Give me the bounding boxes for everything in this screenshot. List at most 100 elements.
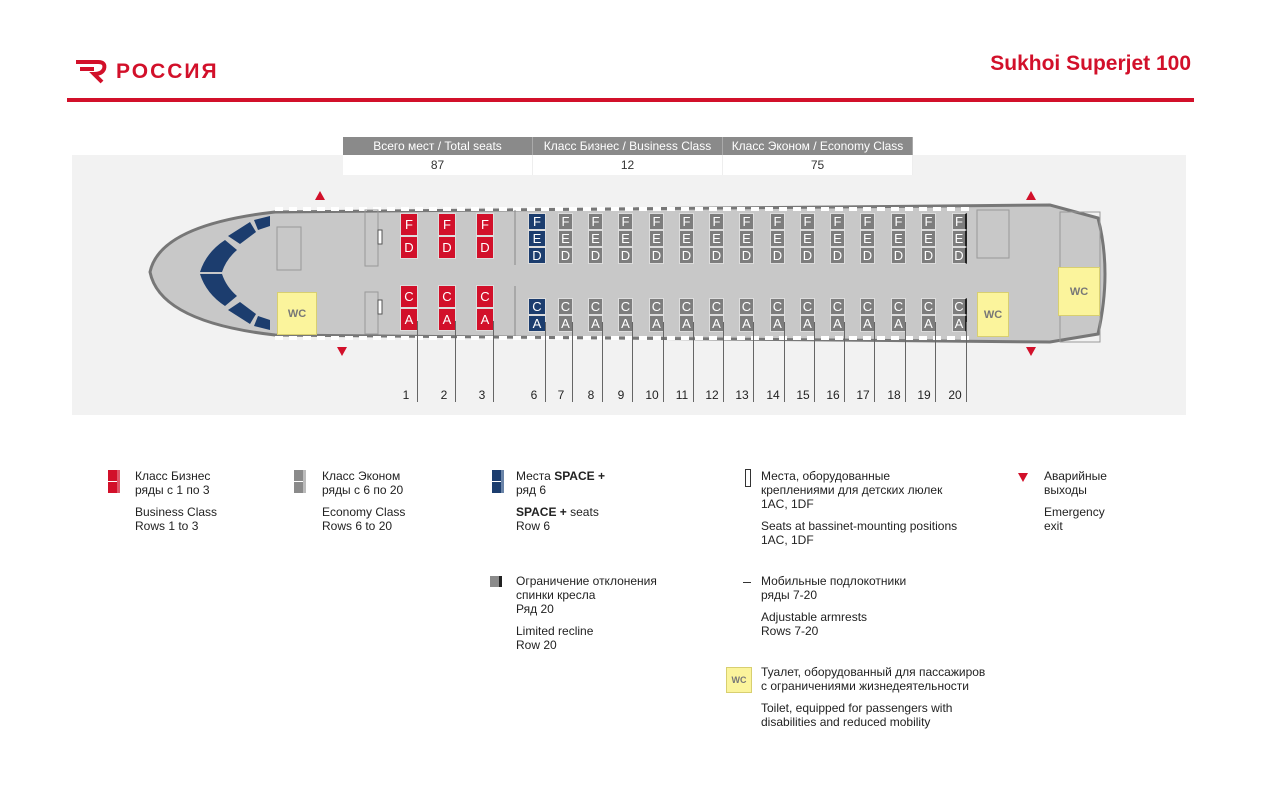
row-marker-line	[663, 322, 664, 402]
seat-12C[interactable]: C	[709, 298, 724, 315]
seat-8F[interactable]: F	[588, 213, 603, 230]
seat-13D[interactable]: D	[739, 247, 754, 264]
seat-14A[interactable]: A	[770, 315, 785, 332]
legend-exit-icon	[1018, 473, 1028, 482]
seat-20C[interactable]: C	[952, 298, 967, 315]
row-number: 16	[826, 388, 840, 402]
seat-7E[interactable]: E	[558, 230, 573, 247]
seat-8A[interactable]: A	[588, 315, 603, 332]
seat-18F[interactable]: F	[891, 213, 906, 230]
seat-10C[interactable]: C	[649, 298, 664, 315]
seat-9A[interactable]: A	[618, 315, 633, 332]
seat-16D[interactable]: D	[830, 247, 845, 264]
seat-14D[interactable]: D	[770, 247, 785, 264]
seat-19D[interactable]: D	[921, 247, 936, 264]
seat-15C[interactable]: C	[800, 298, 815, 315]
seat-11C[interactable]: C	[679, 298, 694, 315]
seat-20A[interactable]: A	[952, 315, 967, 332]
seat-15A[interactable]: A	[800, 315, 815, 332]
seat-11F[interactable]: F	[679, 213, 694, 230]
seat-19F[interactable]: F	[921, 213, 936, 230]
row-marker-line	[417, 321, 418, 402]
seat-18D[interactable]: D	[891, 247, 906, 264]
seat-12A[interactable]: A	[709, 315, 724, 332]
seat-6C[interactable]: C	[528, 298, 546, 315]
seat-7D[interactable]: D	[558, 247, 573, 264]
seat-16A[interactable]: A	[830, 315, 845, 332]
seat-10F[interactable]: F	[649, 213, 664, 230]
seat-8D[interactable]: D	[588, 247, 603, 264]
seat-10E[interactable]: E	[649, 230, 664, 247]
seat-9E[interactable]: E	[618, 230, 633, 247]
seat-3C[interactable]: C	[476, 285, 494, 308]
seat-9D[interactable]: D	[618, 247, 633, 264]
seat-19A[interactable]: A	[921, 315, 936, 332]
seat-7F[interactable]: F	[558, 213, 573, 230]
seat-3D[interactable]: D	[476, 236, 494, 259]
seat-19C[interactable]: C	[921, 298, 936, 315]
seat-20D[interactable]: D	[952, 247, 967, 264]
seat-17A[interactable]: A	[860, 315, 875, 332]
seat-2F[interactable]: F	[438, 213, 456, 236]
seat-15F[interactable]: F	[800, 213, 815, 230]
seat-11A[interactable]: A	[679, 315, 694, 332]
legend-wc-icon: WC	[726, 667, 752, 693]
seat-17E[interactable]: E	[860, 230, 875, 247]
seat-13E[interactable]: E	[739, 230, 754, 247]
seat-1F[interactable]: F	[400, 213, 418, 236]
seat-10A[interactable]: A	[649, 315, 664, 332]
legend-bassinet: Места, оборудованные креплениями для дет…	[761, 469, 958, 547]
seat-3F[interactable]: F	[476, 213, 494, 236]
seat-20F[interactable]: F	[952, 213, 967, 230]
seat-16E[interactable]: E	[830, 230, 845, 247]
seat-1A[interactable]: A	[400, 308, 418, 331]
legend-limited-recline: Ограничение отклонения спинки кресла Ряд…	[516, 574, 657, 652]
seat-20E[interactable]: E	[952, 230, 967, 247]
seat-15E[interactable]: E	[800, 230, 815, 247]
seat-6F[interactable]: F	[528, 213, 546, 230]
seat-19E[interactable]: E	[921, 230, 936, 247]
seat-6A[interactable]: A	[528, 315, 546, 332]
seat-14E[interactable]: E	[770, 230, 785, 247]
row-marker-line	[632, 322, 633, 402]
row-number: 17	[856, 388, 870, 402]
seat-13F[interactable]: F	[739, 213, 754, 230]
seat-7A[interactable]: A	[558, 315, 573, 332]
seat-7C[interactable]: C	[558, 298, 573, 315]
seat-11E[interactable]: E	[679, 230, 694, 247]
seat-17D[interactable]: D	[860, 247, 875, 264]
seat-17C[interactable]: C	[860, 298, 875, 315]
seat-18E[interactable]: E	[891, 230, 906, 247]
seat-10D[interactable]: D	[649, 247, 664, 264]
seat-3A[interactable]: A	[476, 308, 494, 331]
seat-1D[interactable]: D	[400, 236, 418, 259]
seat-13C[interactable]: C	[739, 298, 754, 315]
seat-12E[interactable]: E	[709, 230, 724, 247]
seat-18A[interactable]: A	[891, 315, 906, 332]
row-number: 7	[557, 388, 565, 402]
seat-12F[interactable]: F	[709, 213, 724, 230]
seat-16C[interactable]: C	[830, 298, 845, 315]
seat-14C[interactable]: C	[770, 298, 785, 315]
seat-6D[interactable]: D	[528, 247, 546, 264]
seat-8C[interactable]: C	[588, 298, 603, 315]
seat-12D[interactable]: D	[709, 247, 724, 264]
seat-13A[interactable]: A	[739, 315, 754, 332]
seat-14F[interactable]: F	[770, 213, 785, 230]
seat-16F[interactable]: F	[830, 213, 845, 230]
seat-18C[interactable]: C	[891, 298, 906, 315]
seat-1C[interactable]: C	[400, 285, 418, 308]
seat-9F[interactable]: F	[618, 213, 633, 230]
seat-2C[interactable]: C	[438, 285, 456, 308]
seat-17F[interactable]: F	[860, 213, 875, 230]
seat-2A[interactable]: A	[438, 308, 456, 331]
seat-6E[interactable]: E	[528, 230, 546, 247]
seat-9C[interactable]: C	[618, 298, 633, 315]
seat-2D[interactable]: D	[438, 236, 456, 259]
seat-8E[interactable]: E	[588, 230, 603, 247]
seat-15D[interactable]: D	[800, 247, 815, 264]
seat-11D[interactable]: D	[679, 247, 694, 264]
totals-value-total: 87	[343, 155, 533, 175]
